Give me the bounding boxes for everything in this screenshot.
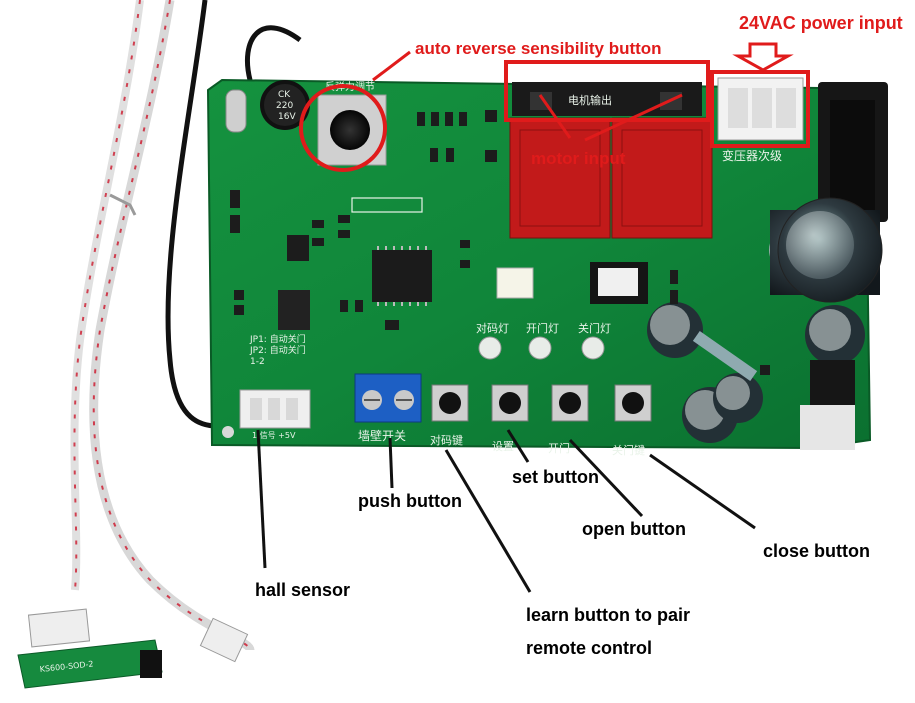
motor-line-1 xyxy=(538,94,572,139)
led-label-learn: 对码灯 xyxy=(476,321,509,335)
heatsink-module xyxy=(818,82,888,222)
btn-silk-open: 开门 xyxy=(548,441,570,455)
svg-text:220: 220 xyxy=(276,101,293,111)
power-connector xyxy=(717,77,804,141)
microcontroller xyxy=(372,246,432,306)
smd-parts xyxy=(230,110,770,375)
jumper-silk-2: JP2: 自动关门 xyxy=(249,344,306,356)
tactile-buttons: 对码键 设置 开门 关门键 xyxy=(430,384,652,457)
svg-text:CK: CK xyxy=(278,90,291,100)
motor-highlight xyxy=(504,60,710,122)
hall-connector: 1 信号 +5V xyxy=(239,389,311,440)
black-wire xyxy=(165,0,302,429)
motor-line-2 xyxy=(584,93,683,142)
learn-label-line2: remote control xyxy=(526,638,653,658)
transformer-silk: 变压器次级 xyxy=(722,148,782,163)
btn-silk-close: 关门键 xyxy=(612,443,645,457)
hall-sensor-board: KS600-SOD-2 xyxy=(17,608,163,689)
wire-connector-end xyxy=(199,617,249,663)
wall-switch-silk: 墙壁开关 xyxy=(358,428,406,443)
push-button-label: push button xyxy=(358,491,462,511)
power-input-label: 24VAC power input xyxy=(739,13,903,33)
btn-silk-learn: 对码键 xyxy=(430,433,463,447)
power-highlight xyxy=(710,70,810,148)
jumper-silk-3: 1-2 xyxy=(250,357,265,367)
learn-label-line1: learn button to pair xyxy=(526,605,690,625)
capacitors-medium xyxy=(647,302,865,443)
power-arrow xyxy=(732,42,794,72)
ribbon-cable xyxy=(70,0,255,652)
knob-highlight xyxy=(299,84,387,172)
hall-sensor-label: hall sensor xyxy=(255,580,351,600)
hall-pins-silk: 1 信号 +5V xyxy=(252,430,296,440)
capacitor-small: CK 220 16V xyxy=(260,80,310,130)
close-button-label: close button xyxy=(763,541,870,561)
led-label-close: 关门灯 xyxy=(578,321,611,335)
relays xyxy=(509,117,713,239)
motor-input-label: motor input xyxy=(531,149,626,168)
led-label-open: 开门灯 xyxy=(526,321,559,335)
set-button-label: set button xyxy=(512,467,599,487)
jumper-silk-1: JP1: 自动关门 xyxy=(249,333,306,345)
capacitor-large xyxy=(769,197,883,303)
btn-silk-set: 设置 xyxy=(492,440,514,453)
knob-line xyxy=(372,50,411,82)
svg-text:16V: 16V xyxy=(278,112,296,122)
annotation-lines xyxy=(256,429,756,593)
push-terminal: 墙壁开关 xyxy=(354,373,422,443)
auto-reverse-label: auto reverse sensibility button xyxy=(415,39,662,58)
motor-out-silk: 电机输出 xyxy=(568,93,612,107)
open-button-label: open button xyxy=(582,519,686,539)
